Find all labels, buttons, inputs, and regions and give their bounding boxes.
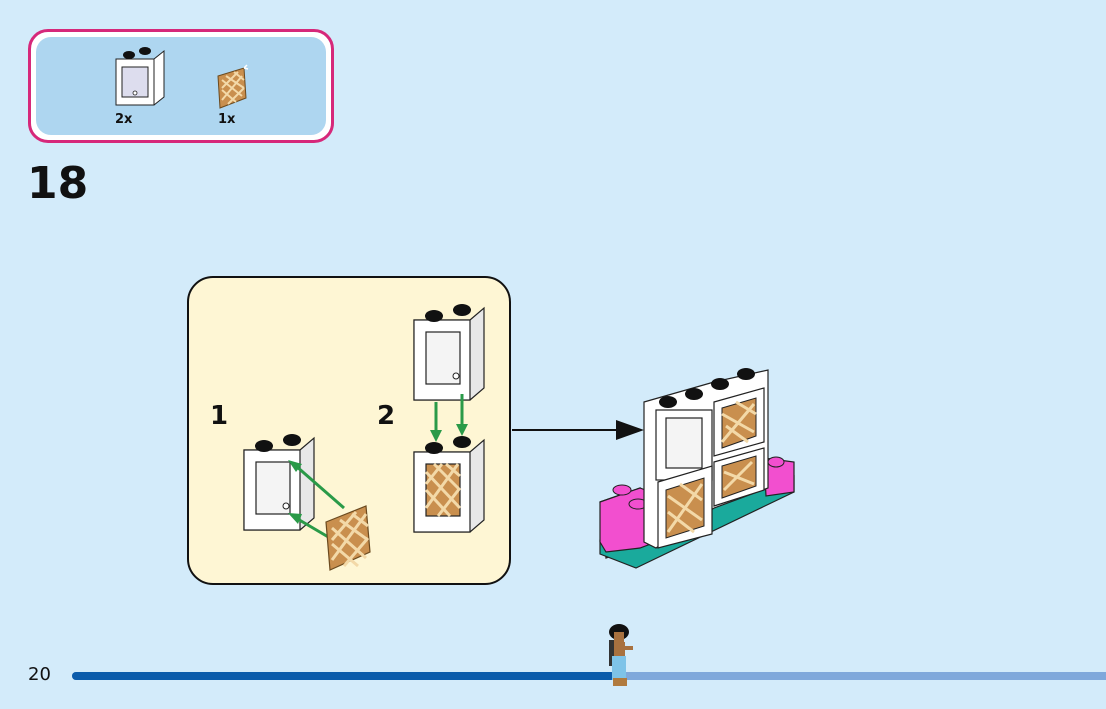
- sub-step-label: 2: [377, 401, 396, 431]
- part-quantity: 1x: [218, 112, 236, 127]
- lattice-pane-part-icon: [217, 64, 249, 109]
- part-quantity: 2x: [115, 112, 133, 127]
- model-illustration: [599, 368, 795, 569]
- minifigure-icon: [609, 624, 633, 686]
- parts-list-box: [28, 29, 334, 143]
- step-number: 18: [27, 158, 89, 209]
- sub-step-2-illustration: [413, 304, 485, 533]
- sub-step-label: 1: [210, 401, 229, 431]
- parts-list-inner: [36, 37, 326, 135]
- arrow-right-icon: [512, 420, 644, 440]
- sub-step-1-illustration: [243, 434, 371, 571]
- page-number: 20: [28, 664, 51, 685]
- progress-bar-fill: [72, 672, 615, 680]
- progress-bar: [72, 672, 1106, 680]
- window-frame-part-icon: [115, 47, 165, 106]
